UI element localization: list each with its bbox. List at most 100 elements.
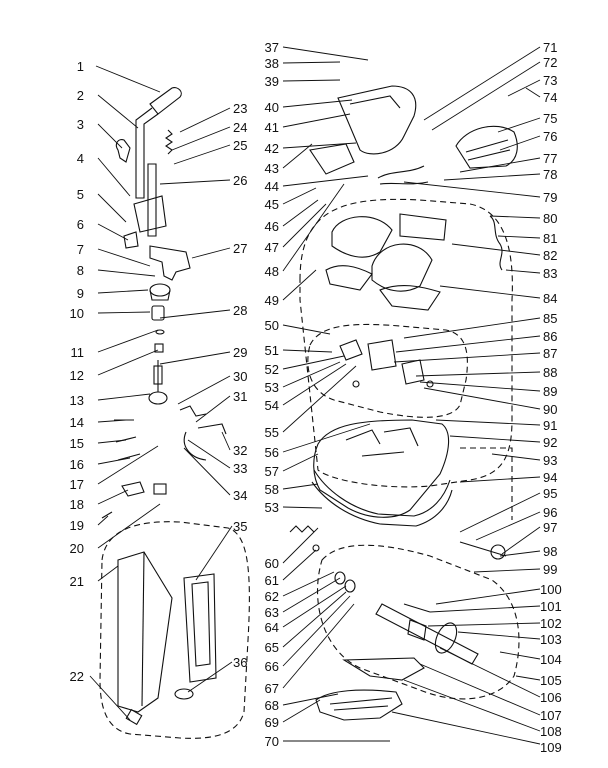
callout-label: 65 [265,640,279,655]
group-outlines [99,198,520,739]
axle-95 [459,541,507,557]
callout-label: 86 [543,329,557,344]
leader-lines-left [89,65,161,721]
handle-base [149,245,191,281]
callout-label: 102 [540,616,562,631]
callout-label: 26 [233,173,247,188]
callout-label: 57 [265,464,279,479]
callout-label: 28 [233,303,247,318]
spring-53 [289,525,315,533]
spring-sleeve [153,365,163,385]
callout-label: 21 [70,574,84,589]
callout-label: 33 [233,461,247,476]
callout-label: 100 [540,582,562,597]
callout-label: 39 [265,74,279,89]
pedal-disc [148,391,168,405]
callout-label: 60 [265,556,279,571]
handle-lower-tube [147,163,157,237]
callout-label: 47 [265,240,279,255]
callout-label: 109 [540,740,562,755]
callout-label: 55 [265,425,279,440]
sleeve [151,305,165,321]
base-assembly [311,419,453,527]
handle-grip [149,87,182,115]
callout-label: 91 [543,418,557,433]
callout-label: 31 [233,389,247,404]
nozzle-group-outline [316,544,520,700]
callout-label: 103 [540,632,562,647]
motor-group-outline [307,323,468,418]
callout-label: 105 [540,673,562,688]
callout-label: 25 [233,138,247,153]
outer-bag-seam [141,551,145,707]
bushing [149,283,171,297]
upper-housing-group-outline [299,198,513,488]
bag-group-outline [99,521,250,739]
bearing [154,343,164,353]
callout-label: 70 [265,734,279,749]
brush-roll [375,603,479,665]
base-layer-2 [313,469,451,517]
fan-housing-left [331,216,393,258]
clamp-18 [121,481,145,497]
callout-label: 94 [543,470,557,485]
screw-19 [101,511,113,519]
callout-label: 37 [265,40,279,55]
base-top [313,419,450,518]
belt-101 [403,603,431,613]
leader-lines-right [391,46,541,745]
callout-label: 72 [543,55,557,70]
base-inner-ribs [345,427,419,457]
callout-label: 81 [543,231,557,246]
callout-label: 61 [265,573,279,588]
motor-bracket [339,339,363,361]
callouts-middle-left: 23 24 25 26 27 28 29 30 31 32 33 34 35 3… [233,101,247,670]
callout-label: 54 [265,398,279,413]
callout-label: 76 [543,129,557,144]
callout-label: 89 [543,384,557,399]
motor-screw [352,380,360,388]
callout-label: 35 [233,519,247,534]
callout-label: 53 [265,380,279,395]
bag-collar [125,708,143,726]
hood-cover-inner [349,95,401,109]
callout-label: 41 [265,120,279,135]
callout-label: 68 [265,698,279,713]
callout-label: 58 [265,482,279,497]
bag-liner-inner [191,581,211,667]
fan-housing-bracket [399,213,447,241]
agitator-cap [407,619,427,641]
callout-label: 4 [77,151,84,166]
callout-label: 6 [77,217,84,232]
fan-base-right [379,284,441,311]
washer [155,329,165,335]
switch-cord [489,215,503,271]
callout-label: 73 [543,73,557,88]
callout-label: 52 [265,362,279,377]
bearing-64 [344,579,356,593]
handle-clip [123,231,139,249]
callout-label: 85 [543,311,557,326]
callout-label: 7 [77,242,84,257]
callout-label: 11 [71,345,85,360]
callout-label: 40 [265,100,279,115]
callout-label: 29 [233,345,247,360]
callout-label: 99 [543,562,557,577]
hood-cover [337,85,417,155]
callout-label: 107 [540,708,562,723]
callout-label: 71 [543,40,557,55]
callout-label: 14 [70,415,84,430]
shroud-ribs [465,139,511,161]
callout-label: 43 [265,161,279,176]
callout-label: 46 [265,219,279,234]
callout-label: 63 [265,605,279,620]
spring-31 [179,405,207,417]
wire-harness [377,165,429,185]
callout-label: 87 [543,346,557,361]
callout-label: 88 [543,365,557,380]
brush-roll-end [434,622,458,654]
rear-plate [342,657,425,681]
bag-assembly [117,551,217,726]
callout-label: 75 [543,111,557,126]
